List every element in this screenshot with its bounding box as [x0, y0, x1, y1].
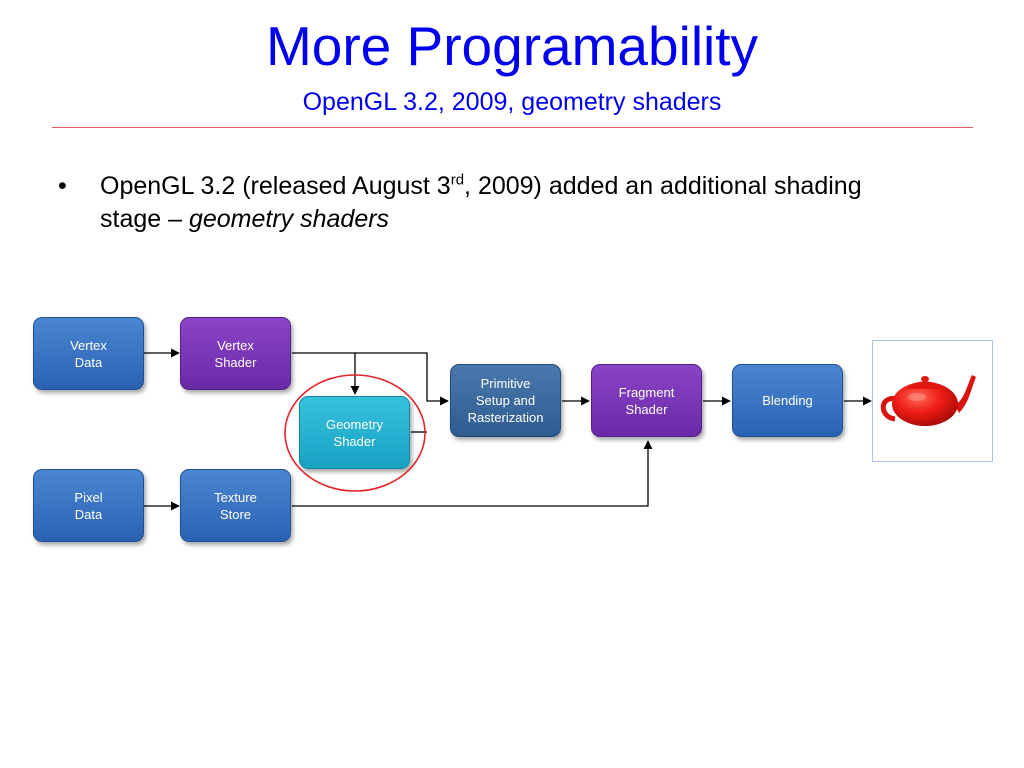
title-divider — [52, 127, 973, 128]
teapot-icon — [880, 375, 976, 426]
bullet-emphasis: geometry shaders — [188, 205, 390, 233]
edge-texture-fragment — [292, 440, 653, 507]
node-pixel-data: Pixel Data — [33, 469, 144, 542]
bullet-text-start: OpenGL 3.2 (released August 3 — [100, 172, 451, 200]
node-fragment-shader: Fragment Shader — [591, 364, 702, 437]
node-blending: Blending — [732, 364, 843, 437]
output-image-frame — [872, 340, 993, 462]
node-texture-store: Texture Store — [180, 469, 291, 542]
bullet-text-middle: , 2009) added an additional shading stag… — [100, 172, 862, 233]
node-primitive-setup: Primitive Setup and Rasterization — [450, 364, 561, 437]
node-vertex-data: Vertex Data — [33, 317, 144, 390]
slide-subtitle: OpenGL 3.2, 2009, geometry shaders — [302, 88, 722, 116]
bullet-superscript: rd — [450, 171, 465, 189]
node-geometry-shader: Geometry Shader — [299, 396, 410, 469]
bullet-marker: • — [58, 172, 67, 200]
bullet-text: OpenGL 3.2 (released August 3rd, 2009) a… — [100, 170, 900, 236]
edge-vertexshader-primitive — [355, 352, 449, 406]
edge-vertexshader-geometry — [292, 352, 360, 395]
slide-title: More Programability — [265, 15, 759, 77]
node-vertex-shader: Vertex Shader — [180, 317, 291, 390]
